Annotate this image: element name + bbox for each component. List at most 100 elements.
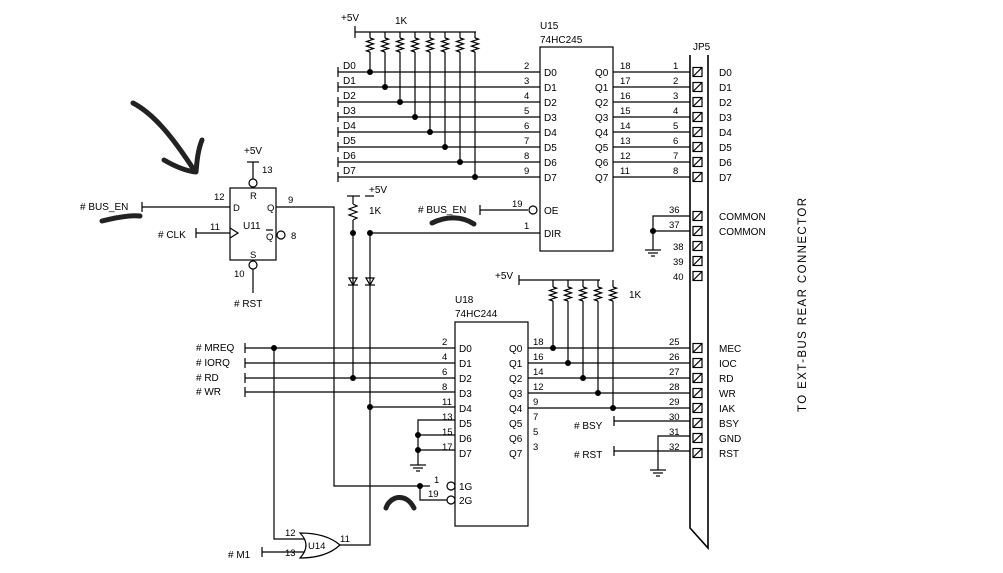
jp5-pin-name-27: RD <box>719 374 733 385</box>
u18-b-pin-6: Q6 <box>509 434 523 445</box>
jp5-pin-num-40: 40 <box>673 272 684 283</box>
jp5-pin-name-5: D4 <box>719 128 732 139</box>
diode-pullup-network: +5V 1K <box>347 185 387 408</box>
u15-b-pin-5: Q5 <box>595 143 609 154</box>
pullup-top-2 <box>394 32 406 58</box>
u15-a-pin-7: D7 <box>544 173 557 184</box>
u18-ref: U18 <box>455 295 474 306</box>
jp5-pin-name-30: BSY <box>719 419 739 430</box>
bus-label-d4: D4 <box>343 121 356 132</box>
jp5-ref: JP5 <box>693 42 711 53</box>
u15-a-pin-3: D3 <box>544 113 557 124</box>
u18-b-pin-3: Q3 <box>509 389 523 400</box>
u18-b-num-0: 18 <box>533 337 544 348</box>
u18-a-num-2: 6 <box>442 367 447 378</box>
u18-g2-num: 19 <box>428 489 439 500</box>
u15-b-num-0: 18 <box>620 61 631 72</box>
u18-a-num-7: 17 <box>442 442 453 453</box>
rst-label: # RST <box>574 450 602 461</box>
u18-part: 74HC244 <box>455 309 498 320</box>
mreq-label: # MREQ <box>196 343 235 354</box>
u15-b-pin-7: Q7 <box>595 173 609 184</box>
u15-b-num-1: 17 <box>620 76 631 87</box>
u15-b-num-5: 13 <box>620 136 631 147</box>
u15-a-num-0: 2 <box>524 61 529 72</box>
u15-oe-pin: OE <box>544 206 559 217</box>
u15-a-num-5: 7 <box>524 136 529 147</box>
u15-ref: U15 <box>540 21 559 32</box>
clk-label: # CLK <box>158 230 186 241</box>
jp5-pin-num-2: 2 <box>673 76 678 87</box>
jp5-pin-num-38: 38 <box>673 242 684 253</box>
u18-g2: 2G <box>459 496 473 507</box>
u11-pin-12: 12 <box>214 192 225 203</box>
aux-connector-lines: # BSY # RST <box>574 215 690 477</box>
u15-a-num-7: 9 <box>524 166 529 177</box>
jp5-pin-num-3: 3 <box>673 91 678 102</box>
u18-g1-num: 1 <box>434 475 439 486</box>
jp5-pin-name-2: D1 <box>719 83 732 94</box>
jp5-pin-num-5: 5 <box>673 121 678 132</box>
rd-label: # RD <box>196 373 219 384</box>
u14-ref: U14 <box>308 541 325 552</box>
u15-a-pin-6: D6 <box>544 158 557 169</box>
jp5-pin-name-6: D5 <box>719 143 732 154</box>
u18-b-num-4: 9 <box>533 397 538 408</box>
bsy-label: # BSY <box>574 421 603 432</box>
u15-a-pin-0: D0 <box>544 68 557 79</box>
u18-b-pin-1: Q1 <box>509 359 523 370</box>
u15-b-num-2: 16 <box>620 91 631 102</box>
u18-a-num-3: 8 <box>442 382 447 393</box>
u18-b-num-3: 12 <box>533 382 544 393</box>
annotation-arrow-shaft <box>130 100 197 173</box>
bus-label-d6: D6 <box>343 151 356 162</box>
jp5-pin-num-27: 27 <box>669 367 680 378</box>
jp5-pin-name-32: RST <box>719 449 739 460</box>
u14-or-gate: U14 12 13 11 # M1 <box>228 348 371 561</box>
jp5-pin-name-8: D7 <box>719 173 732 184</box>
jp5-pin-name-37: COMMON <box>719 227 766 238</box>
vcc-label-top: +5V <box>341 13 359 24</box>
u18-a-pin-7: D7 <box>459 449 472 460</box>
u15-b-pin-2: Q2 <box>595 98 609 109</box>
u15-b-num-4: 14 <box>620 121 631 132</box>
u15-b-pin-3: Q3 <box>595 113 609 124</box>
jp5-pin-num-32: 32 <box>669 442 680 453</box>
u18-b-pin-4: Q4 <box>509 404 523 415</box>
u11-pin-13: 13 <box>262 165 273 176</box>
u14-out: 11 <box>340 534 350 545</box>
u15-b-num-3: 15 <box>620 106 631 117</box>
jp5-pin-name-1: D0 <box>719 68 732 79</box>
u18-b-pin-7: Q7 <box>509 449 523 460</box>
connector-title: TO EXT-BUS REAR CONNECTOR <box>797 197 809 412</box>
u15-b-pin-0: Q0 <box>595 68 609 79</box>
u11-r-pin: R <box>250 191 257 202</box>
jp5-pin-num-29: 29 <box>669 397 680 408</box>
pullup-bottom-1 <box>562 280 574 308</box>
pullup-top-0 <box>364 32 376 58</box>
jp5-pin-num-1: 1 <box>673 61 678 72</box>
u15-a-num-4: 6 <box>524 121 529 132</box>
jp5-pin-name-25: MEC <box>719 344 741 355</box>
u15-b-num-6: 12 <box>620 151 631 162</box>
u18-g1: 1G <box>459 482 473 493</box>
m1-label: # M1 <box>228 550 251 561</box>
u11-pin-11: 11 <box>210 222 220 233</box>
u18-a-num-5: 13 <box>442 412 453 423</box>
u11-ref: U11 <box>243 221 261 232</box>
pullup-top-7 <box>469 32 481 58</box>
resistor-label-top: 1K <box>395 16 408 27</box>
jp5-pin-name-7: D6 <box>719 158 732 169</box>
u18-b-num-1: 16 <box>533 352 544 363</box>
u18-b-num-2: 14 <box>533 367 544 378</box>
jp5-pin-num-25: 25 <box>669 337 680 348</box>
u11-pin-10: 10 <box>234 269 245 280</box>
u15-b-pin-4: Q4 <box>595 128 609 139</box>
pullup-top-6 <box>454 32 466 58</box>
jp5-pin-name-36: COMMON <box>719 212 766 223</box>
wr-label: # WR <box>196 387 221 398</box>
u15-b-num-7: 11 <box>620 166 630 177</box>
jp5-pin-num-28: 28 <box>669 382 680 393</box>
u18-b-pin-0: Q0 <box>509 344 523 355</box>
